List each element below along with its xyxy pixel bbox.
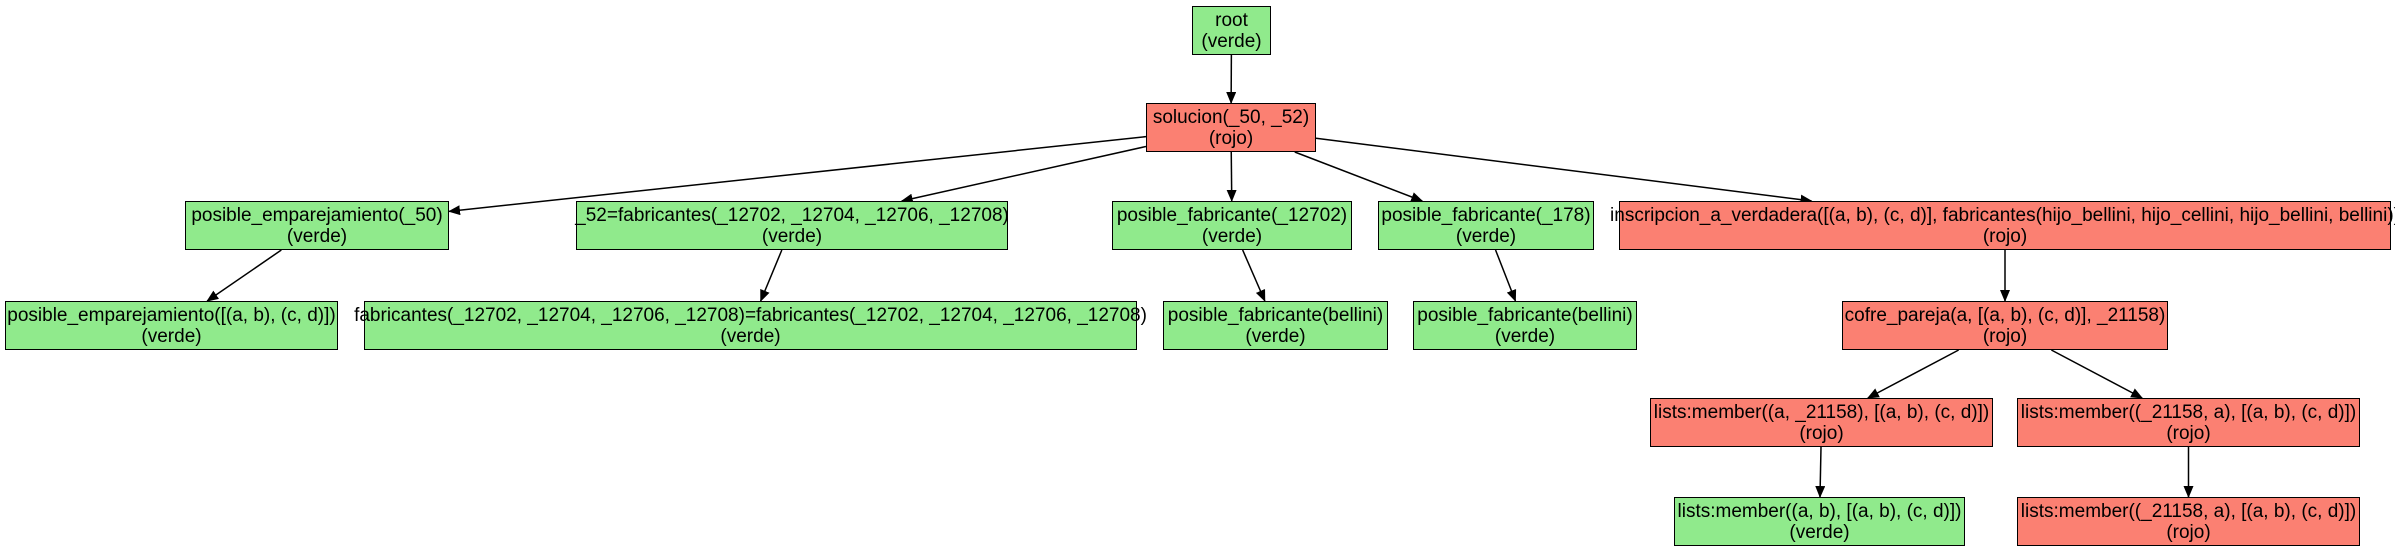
node-label: _52=fabricantes(_12702, _12704, _12706, … [575,204,1009,226]
node-label: posible_emparejamiento([(a, b), (c, d)]) [7,304,336,326]
node-lists-member-2[interactable]: lists:member((_21158, a), [(a, b), (c, d… [2017,398,2360,447]
node-cofre-pareja[interactable]: cofre_pareja(a, [(a, b), (c, d)], _21158… [1842,301,2168,350]
node-state: (rojo) [2166,422,2211,444]
node-posible-fabricante-bellini-2[interactable]: posible_fabricante(bellini) (verde) [1413,301,1637,350]
node-solucion[interactable]: solucion(_50, _52) (rojo) [1146,103,1316,152]
node-state: (verde) [141,325,202,347]
edge-solucion-to-pos_fab2 [1294,151,1424,202]
node-label: lists:member((_21158, a), [(a, b), (c, d… [2020,500,2357,522]
node-state: (verde) [1455,225,1517,247]
node-lists-member-2-child[interactable]: lists:member((_21158, a), [(a, b), (c, d… [2017,497,2360,546]
node-lists-member-1-child[interactable]: lists:member((a, b), [(a, b), (c, d)]) (… [1674,497,1965,546]
node-label: root [1215,9,1248,31]
edge-member1-to-member1_child [1815,446,1826,498]
node-label: inscripcion_a_verdadera([(a, b), (c, d)]… [1610,204,2395,226]
node-lists-member-1[interactable]: lists:member((a, _21158), [(a, b), (c, d… [1650,398,1993,447]
edge-cofre-to-member2 [2050,349,2144,399]
edge-pos_fab1-to-pos_fab_b1 [1241,249,1266,302]
node-state: (verde) [1201,30,1262,52]
node-posible-fabricante-bellini-1[interactable]: posible_fabricante(bellini) (verde) [1163,301,1388,350]
node-label: posible_fabricante(_178) [1381,204,1591,226]
node-state: (verde) [761,225,823,247]
node-label: posible_fabricante(bellini) [1417,304,1633,326]
node-state: (verde) [1201,225,1263,247]
node-posible-fabricante-12702[interactable]: posible_fabricante(_12702) (verde) [1112,201,1352,250]
node-state: (verde) [720,325,781,347]
edge-solucion-to-posible_emp [448,135,1147,216]
node-state: (verde) [1494,325,1556,347]
node-label: cofre_pareja(a, [(a, b), (c, d)], _21158… [1844,304,2166,326]
node-state: (rojo) [1799,422,1844,444]
node-inscripcion-a-verdadera[interactable]: inscripcion_a_verdadera([(a, b), (c, d)]… [1610,201,2395,250]
node-state: (rojo) [1208,127,1254,149]
node-label: posible_fabricante(bellini) [1167,304,1384,326]
edge-fab_eq-to-fab_unif [759,249,783,302]
node-root[interactable]: root (verde) [1192,6,1271,55]
edge-solucion-to-pos_fab1 [1226,151,1237,202]
node-posible-fabricante-178[interactable]: posible_fabricante(_178) (verde) [1378,201,1594,250]
node-posible-emparejamiento-list[interactable]: posible_emparejamiento([(a, b), (c, d)])… [5,301,338,350]
edge-cofre-to-member1 [1866,349,1960,399]
node-state: (rojo) [2166,521,2211,543]
node-label: solucion(_50, _52) [1152,106,1310,128]
node-label: lists:member((a, b), [(a, b), (c, d)]) [1677,500,1962,522]
node-label: lists:member((_21158, a), [(a, b), (c, d… [2020,401,2357,423]
node-label: fabricantes(_12702, _12704, _12706, _127… [354,304,1147,326]
node-posible-emparejamiento[interactable]: posible_emparejamiento(_50) (verde) [185,201,449,250]
node-state: (verde) [1789,521,1850,543]
node-label: posible_fabricante(_12702) [1116,204,1348,226]
node-fabricantes-equality[interactable]: _52=fabricantes(_12702, _12704, _12706, … [575,201,1009,250]
node-label: lists:member((a, _21158), [(a, b), (c, d… [1653,401,1990,423]
node-state: (verde) [286,225,348,247]
edge-solucion-to-fab_eq [900,145,1147,204]
node-state: (verde) [1245,325,1306,347]
node-label: posible_emparejamiento(_50) [191,204,443,226]
node-fabricantes-unification[interactable]: fabricantes(_12702, _12704, _12706, _127… [354,301,1147,350]
edge-posible_emp-to-posible_emp_list [206,249,282,302]
node-state: (rojo) [1982,325,2028,347]
edge-pos_fab2-to-pos_fab_b2 [1494,249,1517,302]
node-state: (rojo) [1982,225,2028,247]
edge-solucion-to-inscripcion [1315,137,1813,205]
